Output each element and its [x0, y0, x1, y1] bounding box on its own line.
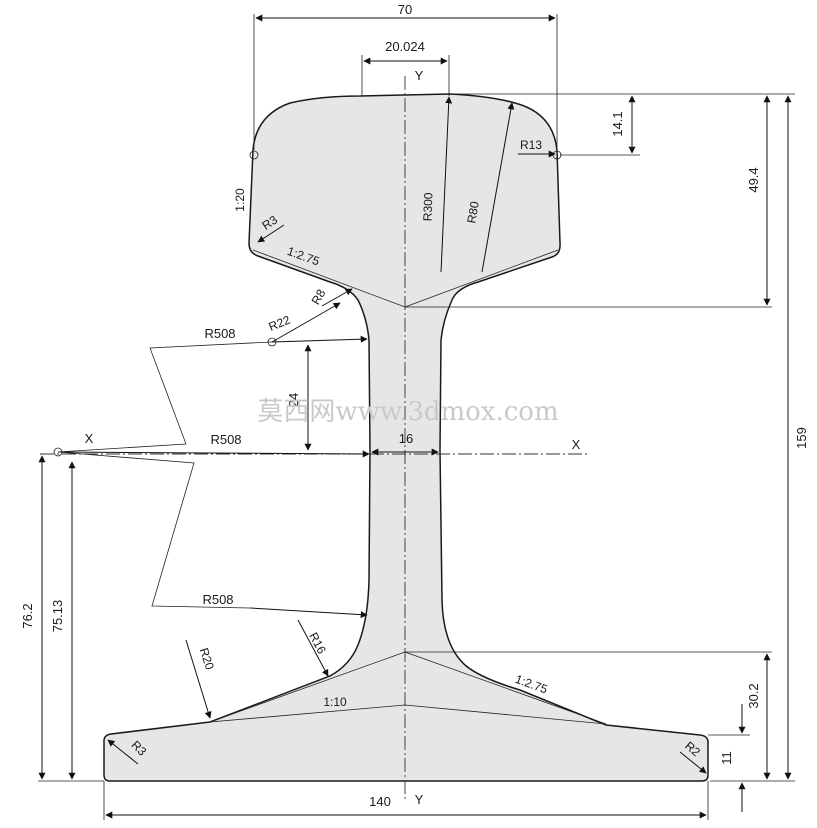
head-underside-line-right [404, 249, 559, 308]
dim-head-side-label: 14.1 [610, 111, 625, 136]
axis-y-bottom-label: Y [415, 792, 424, 807]
dim-foot-height-label: 30.2 [746, 683, 761, 708]
r20-label: R20 [197, 646, 217, 672]
slope-foot-center-label: 1:10 [323, 695, 347, 709]
r8-leader [321, 288, 353, 307]
head-left-point [249, 150, 259, 160]
r508-middle-label: R508 [210, 432, 241, 447]
foot-10-line-right [404, 704, 607, 725]
r3-head-leader [257, 224, 285, 243]
dim-neutral-axis-label: 76.2 [20, 603, 35, 628]
dim-total-height-label: 159 [794, 427, 809, 449]
dim-web-top-label: 20.024 [385, 39, 425, 54]
r8-label: R8 [309, 287, 329, 308]
dim-head-height-label: 49.4 [746, 167, 761, 192]
r2-foot-leader [679, 751, 707, 774]
r508-upper-label: R508 [204, 326, 235, 341]
r508-lower-leader [249, 607, 368, 619]
dim-head-width-label: 70 [398, 2, 412, 17]
foot-slope-line-right [404, 651, 607, 725]
axis-x-left-label: X [85, 431, 94, 446]
r13-label: R13 [520, 138, 542, 152]
r300-label: R300 [421, 192, 436, 221]
slope-head-side-label: 1:20 [233, 188, 247, 212]
r508-lower-label: R508 [202, 592, 233, 607]
head-underside-line-left [252, 249, 406, 308]
r20-leader [185, 639, 212, 719]
r22-leader [271, 302, 341, 343]
r508-middle-leader [57, 450, 370, 458]
r508-upper-leader [271, 335, 368, 343]
dim-foot-edge-label: 11 [719, 751, 734, 765]
foot-10-line-left [209, 704, 406, 723]
foot-slope-line-left [209, 651, 406, 723]
dim-neutral-axis-2-label: 75.13 [50, 600, 65, 633]
watermark-text: 莫西网www.3dmox.com [257, 397, 558, 427]
dim-web-thickness-label: 16 [399, 431, 413, 446]
dim-web-offset-label: 24 [286, 393, 301, 407]
axis-x-right-label: X [572, 437, 581, 452]
axis-y-top-label: Y [415, 68, 424, 83]
r80-label: R80 [464, 200, 482, 224]
rail-cross-section [103, 93, 709, 782]
r80-leader [481, 102, 515, 273]
r16-leader [297, 619, 329, 677]
r3-foot-leader [107, 739, 139, 765]
r16-label: R16 [306, 630, 329, 656]
r300-leader [440, 96, 453, 273]
r22-center-point [267, 337, 277, 347]
r22-label: R22 [267, 313, 293, 334]
dim-foot-width-label: 140 [369, 794, 391, 809]
